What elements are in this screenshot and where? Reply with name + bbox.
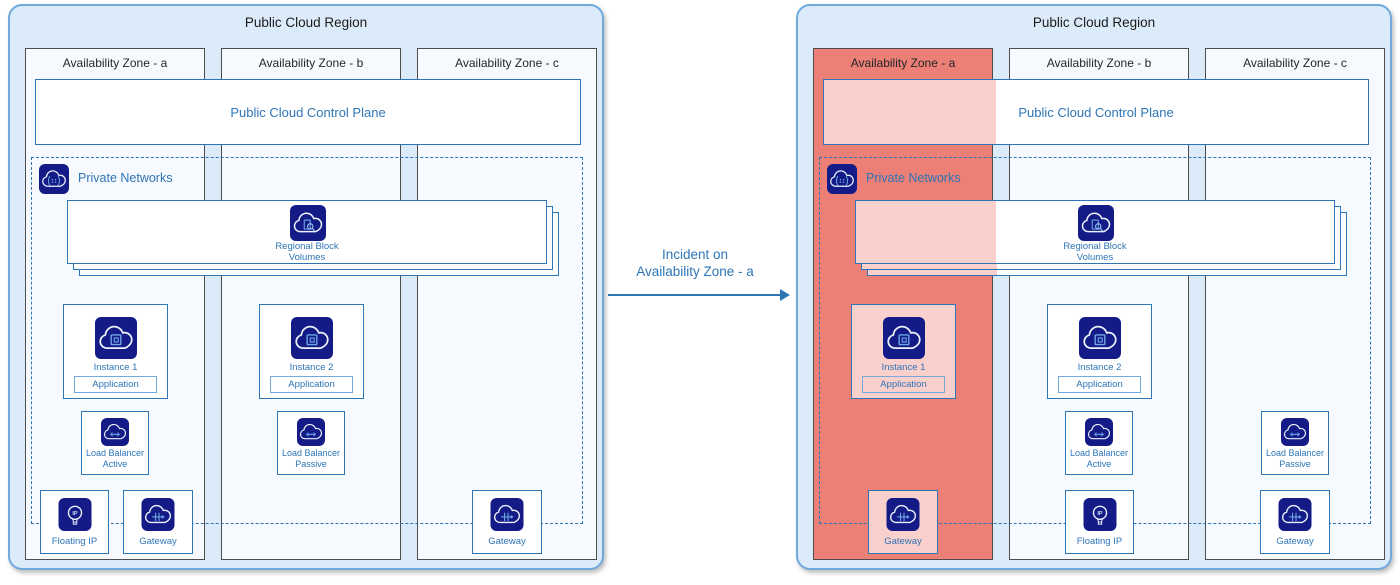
floating-ip-box: Floating IP xyxy=(1065,490,1134,554)
gateway-box: Gateway xyxy=(1260,490,1330,554)
regional-block-volumes-stack: Regional Block Volumes xyxy=(855,200,1347,278)
volumes-main-box: Regional Block Volumes xyxy=(855,200,1335,264)
zone-b-label: Availability Zone - b xyxy=(1046,56,1152,70)
volumes-label-line2: Volumes xyxy=(1076,252,1114,263)
private-networks-label: Private Networks xyxy=(866,171,961,185)
load-balancer-icon xyxy=(101,418,129,446)
load-balancer-passive-box: Load Balancer Passive xyxy=(277,411,345,475)
load-balancer-icon xyxy=(297,418,325,446)
control-plane-label: Public Cloud Control Plane xyxy=(1018,104,1174,120)
load-balancer-active-box: Load Balancer Active xyxy=(1065,411,1133,475)
region-before: Public Cloud Region Availability Zone - … xyxy=(8,4,604,570)
lb-label-line2: Active xyxy=(102,459,128,469)
zone-c-label: Availability Zone - c xyxy=(1243,56,1347,70)
lb-label-line2: Passive xyxy=(295,459,327,469)
instance-icon xyxy=(94,317,137,359)
incident-overlay xyxy=(824,80,996,144)
instance-2-label: Instance 2 xyxy=(1077,362,1122,373)
gateway-label: Gateway xyxy=(488,536,526,547)
load-balancer-icon xyxy=(1281,418,1309,446)
control-plane-label: Public Cloud Control Plane xyxy=(230,104,386,120)
instance-1-box: Instance 1 Application xyxy=(63,304,168,399)
incident-overlay xyxy=(856,201,996,263)
instance-icon xyxy=(882,317,925,359)
application-box: Application xyxy=(74,376,157,393)
private-networks-icon xyxy=(827,164,857,194)
incident-text-line1: Incident on xyxy=(661,247,729,262)
region-title: Public Cloud Region xyxy=(244,15,368,30)
instance-icon xyxy=(1078,317,1121,359)
floating-ip-icon xyxy=(1083,498,1116,531)
gateway-icon xyxy=(886,498,920,531)
regional-block-volumes-icon xyxy=(1078,205,1114,241)
gateway-box: Gateway xyxy=(472,490,542,554)
control-plane-box: Public Cloud Control Plane xyxy=(823,79,1369,145)
load-balancer-passive-box: Load Balancer Passive xyxy=(1261,411,1329,475)
private-networks-icon xyxy=(39,164,69,194)
application-label: Application xyxy=(1076,379,1123,390)
private-networks-label: Private Networks xyxy=(78,171,173,185)
application-box: Application xyxy=(1058,376,1141,393)
gateway-label: Gateway xyxy=(139,536,177,547)
instance-2-label: Instance 2 xyxy=(289,362,334,373)
application-label: Application xyxy=(92,379,139,390)
instance-1-label: Instance 1 xyxy=(93,362,138,373)
volumes-label-line2: Volumes xyxy=(288,252,326,263)
instance-2-box: Instance 2 Application xyxy=(259,304,364,399)
arrow-shaft xyxy=(608,294,781,296)
lb-label-line1: Load Balancer xyxy=(281,448,341,458)
instance-1-label: Instance 1 xyxy=(881,362,926,373)
incident-text: Incident on Availability Zone - a xyxy=(600,246,790,280)
application-box: Application xyxy=(862,376,945,393)
zone-b-label: Availability Zone - b xyxy=(258,56,364,70)
gateway-label: Gateway xyxy=(1276,536,1314,547)
instance-icon xyxy=(290,317,333,359)
regional-block-volumes-stack: Regional Block Volumes xyxy=(67,200,559,278)
load-balancer-active-box: Load Balancer Active xyxy=(81,411,149,475)
instance-2-box: Instance 2 Application xyxy=(1047,304,1152,399)
zone-a-label: Availability Zone - a xyxy=(62,56,168,70)
zone-c-label: Availability Zone - c xyxy=(455,56,559,70)
volumes-label-line1: Regional Block xyxy=(1063,241,1127,252)
arrow-head xyxy=(780,289,790,301)
control-plane-box: Public Cloud Control Plane xyxy=(35,79,581,145)
arrow-right-icon xyxy=(600,289,790,301)
floating-ip-label: Floating IP xyxy=(51,536,98,547)
region-after: Public Cloud Region Availability Zone - … xyxy=(796,4,1392,570)
regional-block-volumes-icon xyxy=(290,205,326,241)
lb-label-line1: Load Balancer xyxy=(85,448,145,458)
gateway-box: Gateway xyxy=(123,490,193,554)
region-title: Public Cloud Region xyxy=(1032,15,1156,30)
lb-label-line2: Active xyxy=(1086,459,1112,469)
volumes-main-box: Regional Block Volumes xyxy=(67,200,547,264)
gateway-icon xyxy=(1278,498,1312,531)
load-balancer-icon xyxy=(1085,418,1113,446)
application-box: Application xyxy=(270,376,353,393)
floating-ip-box: Floating IP xyxy=(40,490,109,554)
lb-label-line1: Load Balancer xyxy=(1265,448,1325,458)
incident-connector: Incident on Availability Zone - a xyxy=(600,246,790,301)
floating-ip-icon xyxy=(58,498,91,531)
gateway-box-affected: Gateway xyxy=(868,490,938,554)
lb-label-line1: Load Balancer xyxy=(1069,448,1129,458)
instance-1-box-affected: Instance 1 Application xyxy=(851,304,956,399)
gateway-icon xyxy=(141,498,175,531)
private-networks-box: Private Networks xyxy=(31,157,583,524)
lb-label-line2: Passive xyxy=(1279,459,1311,469)
floating-ip-label: Floating IP xyxy=(1076,536,1123,547)
zone-a-label: Availability Zone - a xyxy=(850,56,956,70)
gateway-label: Gateway xyxy=(884,536,922,547)
incident-text-line2: Availability Zone - a xyxy=(636,264,754,279)
application-label: Application xyxy=(288,379,335,390)
volumes-label-line1: Regional Block xyxy=(275,241,339,252)
application-label: Application xyxy=(880,379,927,390)
gateway-icon xyxy=(490,498,524,531)
